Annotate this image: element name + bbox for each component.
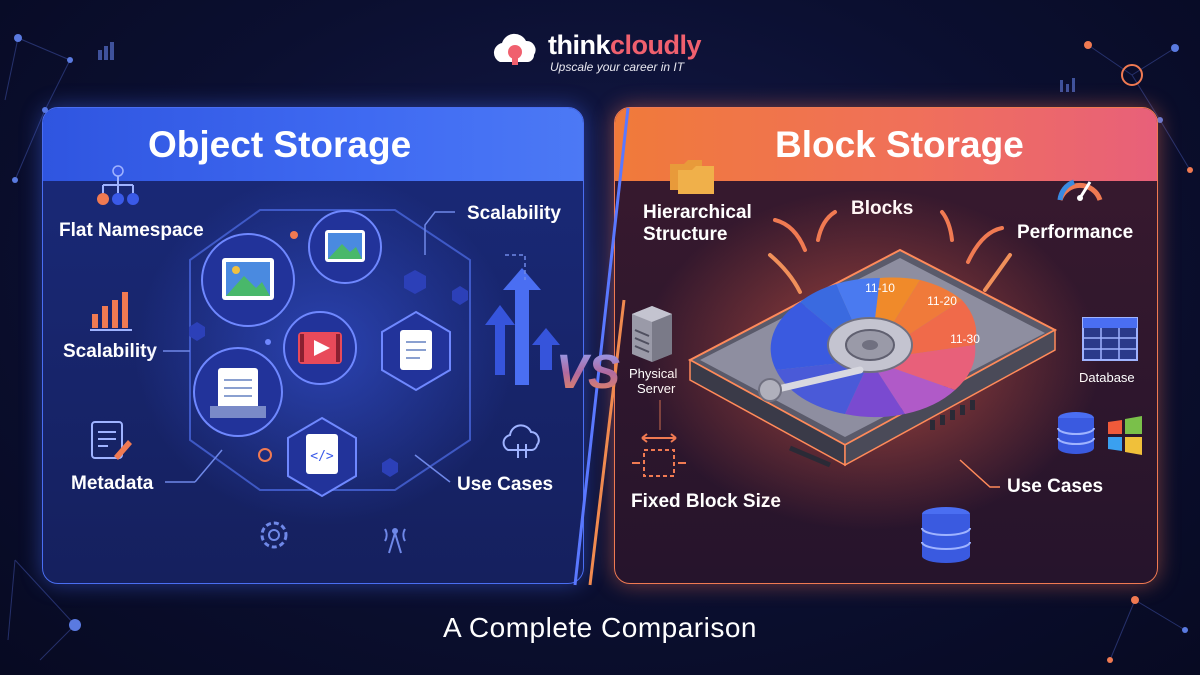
- page-subtitle: A Complete Comparison: [443, 612, 757, 643]
- object-storage-title: Object Storage: [148, 124, 412, 165]
- label-metadata: Metadata: [71, 473, 154, 494]
- object-storage-panel: Object Storage Flat Namespace Scalabilit…: [42, 107, 584, 584]
- brand-logo: thinkcloudly Upscale your career in IT: [488, 30, 728, 76]
- label-physical-line1: Physical: [629, 366, 678, 381]
- label-hierarchical-line1: Hierarchical: [643, 202, 752, 223]
- cloud-bulb-icon: [493, 33, 536, 65]
- label-fixed-block-size: Fixed Block Size: [631, 491, 781, 512]
- object-storage-header: [43, 108, 583, 181]
- label-hierarchical-line2: Structure: [643, 224, 728, 245]
- brand-name: thinkcloudly: [548, 30, 702, 60]
- label-use-cases-block: Use Cases: [1007, 476, 1104, 497]
- block-storage-panel: Block Storage Hierarchical Structure Blo…: [614, 107, 1158, 584]
- label-scalability-left: Scalability: [63, 341, 157, 362]
- label-physical-line2: Server: [637, 381, 676, 396]
- label-scalability-right: Scalability: [467, 203, 561, 224]
- brand-tagline: Upscale your career in IT: [550, 60, 685, 74]
- label-database: Database: [1079, 370, 1135, 385]
- label-performance: Performance: [1017, 222, 1134, 243]
- label-flat-namespace: Flat Namespace: [59, 220, 204, 241]
- label-use-cases-object: Use Cases: [457, 474, 554, 495]
- label-blocks: Blocks: [851, 198, 914, 219]
- block-storage-title: Block Storage: [775, 124, 1024, 165]
